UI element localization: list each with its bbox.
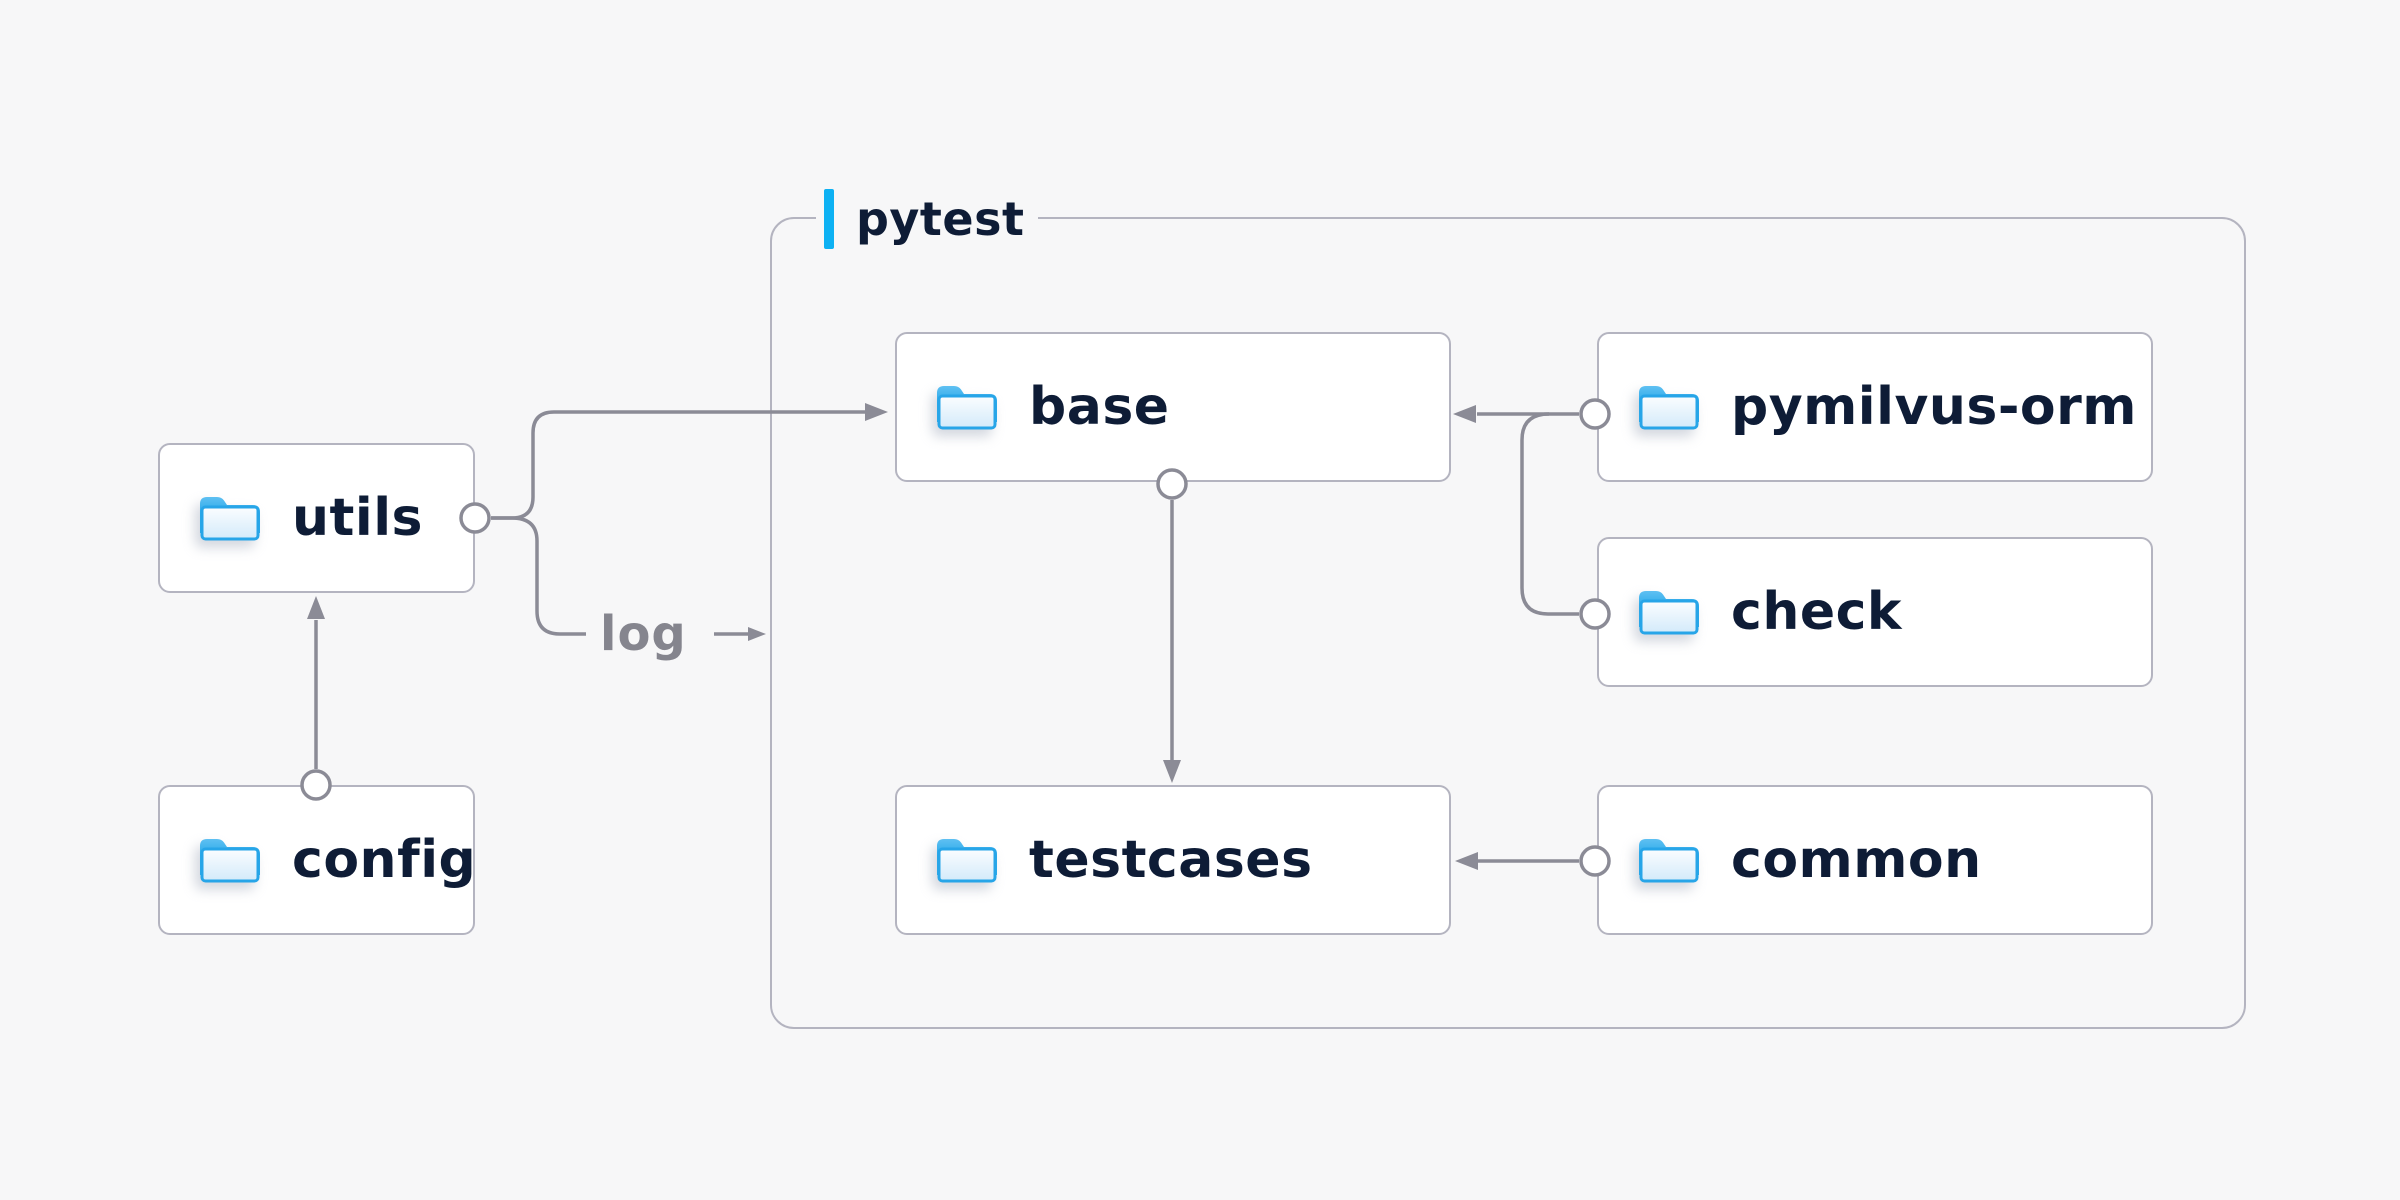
folder-icon <box>1637 837 1701 883</box>
node-label: common <box>1731 830 1982 890</box>
node-check: check <box>1597 537 2153 687</box>
node-base: base <box>895 332 1451 482</box>
group-title: pytest <box>856 192 1025 246</box>
folder-icon <box>198 837 262 883</box>
node-label: testcases <box>1029 830 1313 890</box>
wire-utils-log <box>491 516 586 636</box>
node-label: pymilvus-orm <box>1731 377 2137 437</box>
node-label: config <box>292 830 477 890</box>
pytest-group-label: pytest <box>816 188 1039 250</box>
folder-icon <box>1637 384 1701 430</box>
folder-icon <box>935 837 999 883</box>
node-label: base <box>1029 377 1170 437</box>
folder-icon <box>198 495 262 541</box>
pytest-group: pytest <box>770 188 2246 1029</box>
node-label: utils <box>292 488 423 548</box>
node-common: common <box>1597 785 2153 935</box>
node-label: check <box>1731 582 1903 642</box>
arrowhead-log <box>748 627 766 641</box>
node-utils: utils <box>158 443 475 593</box>
edge-label-log: log <box>600 606 687 662</box>
node-pymilvus-orm: pymilvus-orm <box>1597 332 2153 482</box>
node-testcases: testcases <box>895 785 1451 935</box>
folder-icon <box>935 384 999 430</box>
folder-icon <box>1637 589 1701 635</box>
node-config: config <box>158 785 477 935</box>
arrowhead-into-utils <box>307 596 325 619</box>
accent-bar-icon <box>824 189 834 249</box>
